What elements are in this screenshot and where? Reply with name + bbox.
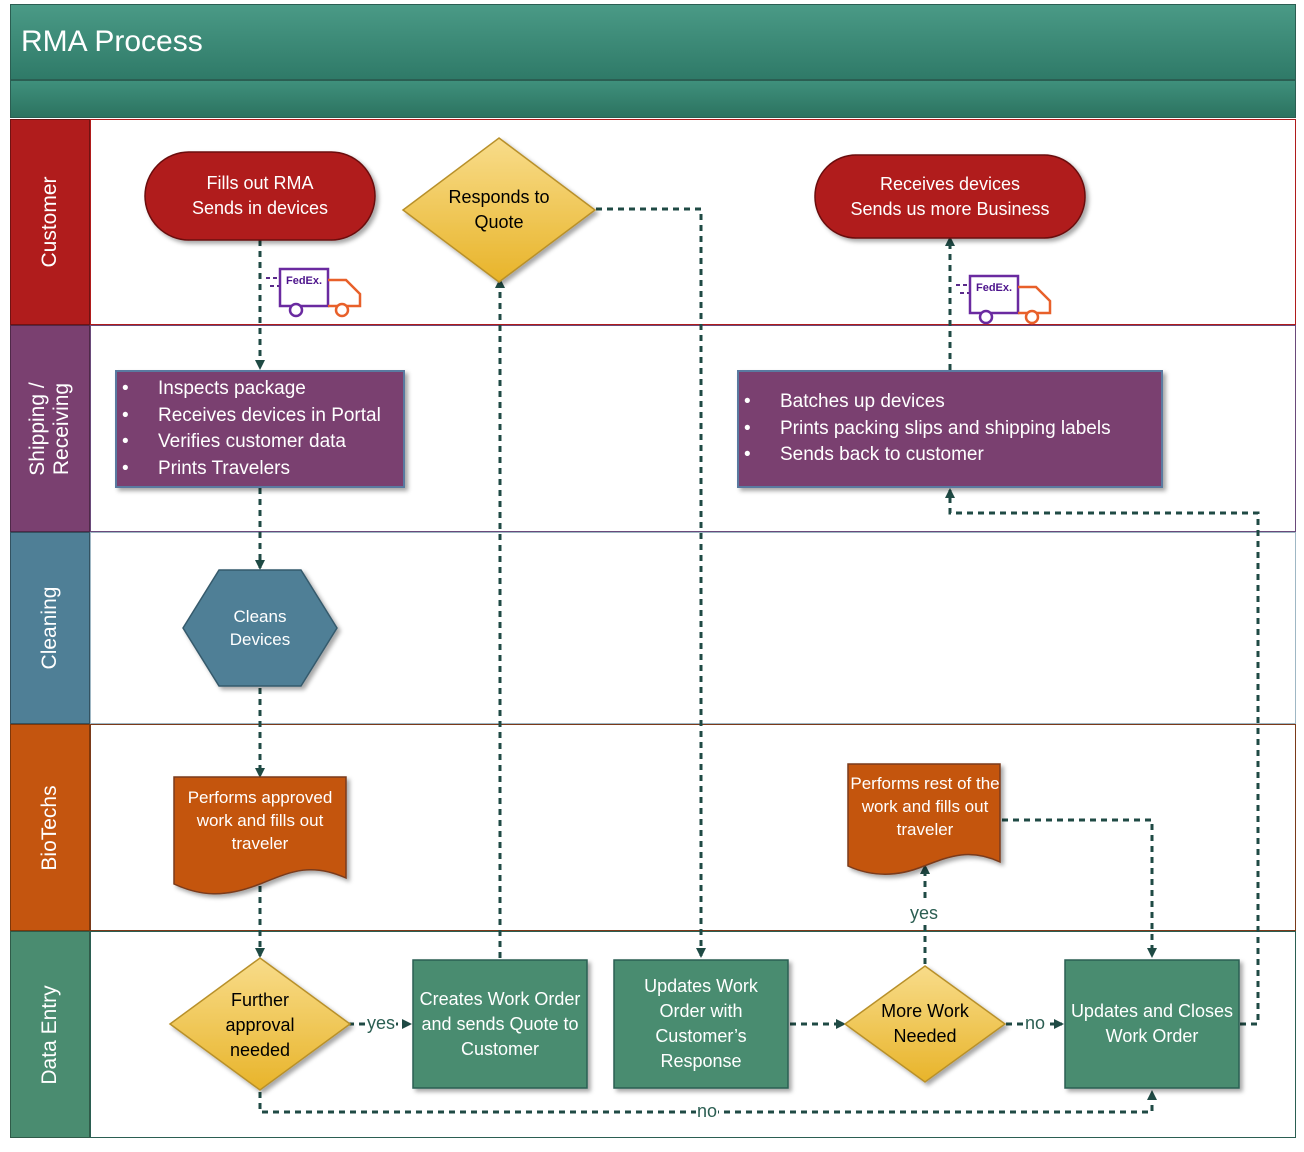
list-batch: Batches up devices Prints packing slips … (738, 389, 1111, 469)
label-creates-work-order: Creates Work Order and sends Quote to Cu… (419, 988, 581, 1059)
list-item: Receives devices in Portal (116, 403, 381, 430)
list-item: Batches up devices (738, 389, 1111, 416)
node-cleans-devices (182, 569, 338, 687)
node-further-approval (168, 957, 352, 1091)
truck-icon: FedEx. (266, 267, 362, 318)
lane-header-shipping: Shipping / Receiving (10, 325, 90, 532)
node-responds-to-quote (401, 137, 597, 283)
lane-shipping: Shipping / Receiving (10, 325, 1296, 532)
list-item: Sends back to customer (738, 442, 1111, 469)
header-band (10, 80, 1296, 118)
connector-close-to-batch (945, 488, 1260, 1026)
label-performs-approved: Performs approved work and fills out tra… (187, 787, 333, 853)
label-updates-work-order: Updates Work Order with Customer’s Respo… (644, 976, 758, 1071)
connector-rest-to-close (1002, 818, 1157, 958)
connector-label-no: no (696, 1101, 719, 1122)
label-more-work-needed: More Work Needed (881, 1001, 969, 1046)
lane-header-cleaning: Cleaning (10, 532, 90, 724)
node-creates-work-order (412, 959, 588, 1089)
node-fills-out-rma (144, 151, 376, 241)
title-bar: RMA Process (10, 4, 1296, 80)
connector-label-no: no (1024, 1013, 1047, 1034)
lane-data-entry: Data Entry (10, 931, 1296, 1138)
label-updates-closes: Updates and Closes Work Order (1070, 1001, 1234, 1046)
lane-header-customer: Customer (10, 119, 90, 325)
list-item: Prints Travelers (116, 456, 381, 483)
fedex-logo-text: FedEx. (976, 282, 1012, 294)
list-inspect: Inspects package Receives devices in Por… (116, 376, 381, 482)
node-performs-rest (847, 763, 1001, 875)
lane-cleaning: Cleaning (10, 532, 1296, 724)
node-performs-approved (173, 776, 347, 895)
page-title: RMA Process (21, 25, 203, 58)
list-item: Verifies customer data (116, 429, 381, 456)
node-more-work-needed (843, 965, 1007, 1083)
label-further-approval: Further approval needed (225, 989, 295, 1060)
lane-header-data-entry: Data Entry (10, 931, 90, 1138)
connector-label-yes: yes (366, 1013, 397, 1034)
label-performs-rest: Performs rest of the work and fills out … (850, 773, 1000, 839)
node-updates-closes (1064, 959, 1240, 1089)
list-item: Inspects package (116, 376, 381, 403)
truck-icon: FedEx. (956, 274, 1052, 325)
lane-header-biotechs: BioTechs (10, 724, 90, 931)
connector-respond-to-update (596, 207, 706, 958)
lane-biotechs: BioTechs (10, 724, 1296, 931)
node-receives-devices (814, 154, 1086, 239)
fedex-logo-text: FedEx. (286, 275, 322, 287)
lane-customer: Customer (10, 119, 1296, 325)
list-item: Prints packing slips and shipping labels (738, 416, 1111, 443)
connector-label-yes: yes (909, 903, 940, 924)
node-updates-work-order (613, 959, 789, 1089)
